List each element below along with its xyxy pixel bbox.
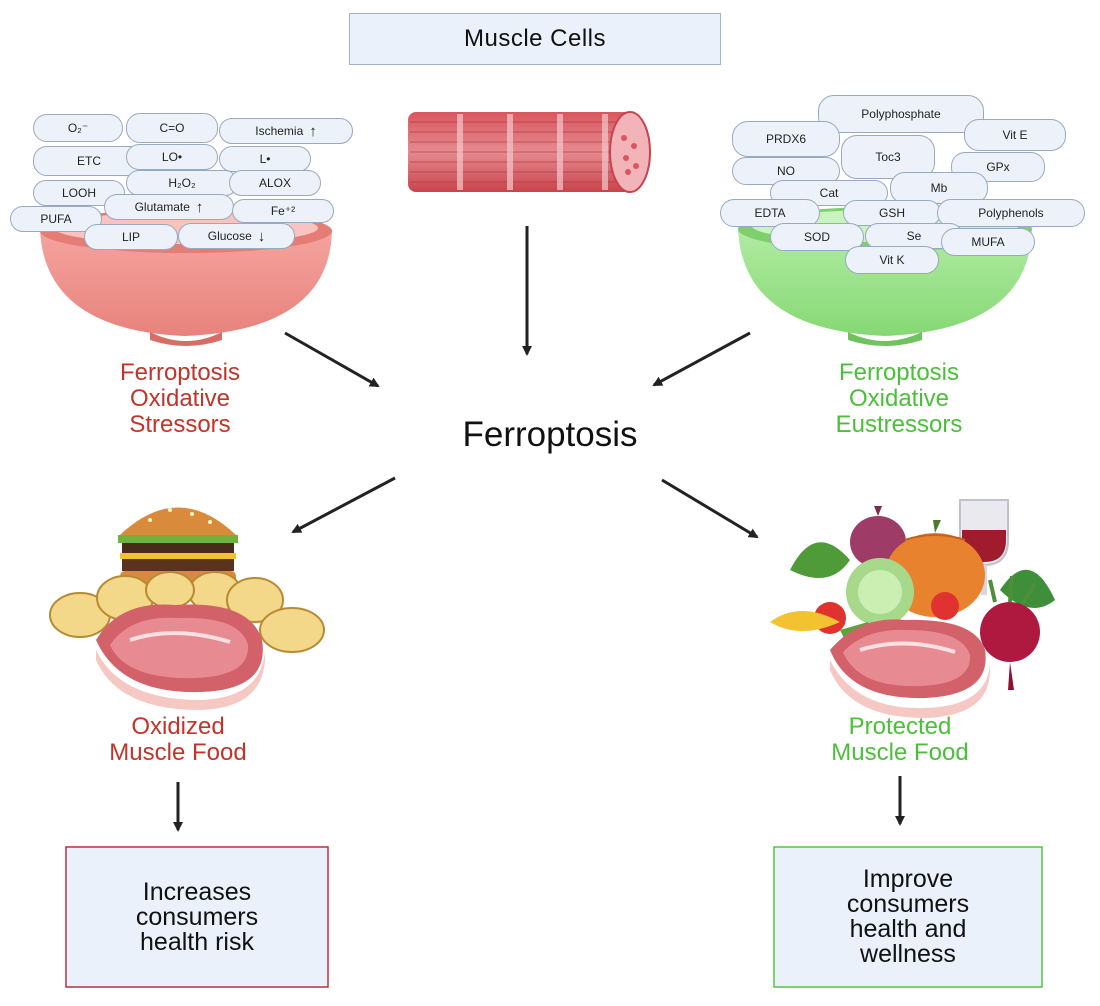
ferroptosis-title: Ferroptosis [462, 415, 638, 454]
wellness-line: health and [849, 915, 967, 943]
pill-glucose: Glucose ↓ [178, 223, 295, 249]
up-arrow-icon: ↑ [195, 198, 204, 216]
health-risk-line: Increases [142, 877, 252, 906]
pill-label: Polyphenols [978, 206, 1044, 220]
pill-label: GSH [878, 206, 905, 220]
pill-label: Mb [930, 181, 948, 195]
wellness-box: Improve consumers health and wellness [775, 848, 1041, 986]
pill-label: LOOH [61, 186, 96, 200]
pill-label: Fe⁺² [270, 204, 296, 218]
pill-sod: SOD [770, 223, 864, 251]
pill-lip: LIP [84, 224, 178, 250]
stressors-title-line: Oxidative [129, 385, 231, 412]
pill-label: Polyphosphate [861, 107, 941, 121]
pill-label: Vit K [879, 253, 905, 267]
pill-polyphosphate: Polyphosphate [818, 95, 984, 133]
wellness-line: consumers [846, 890, 970, 918]
protected-food-label-line: Protected [848, 713, 952, 740]
pill-label: Cat [819, 186, 839, 200]
right-box-border [773, 846, 1043, 988]
oxidized-food-label: Oxidized Muscle Food [58, 714, 298, 766]
pill-label: H₂O₂ [168, 176, 196, 190]
pill-label: O₂⁻ [67, 121, 89, 135]
protected-food-label-line: Muscle Food [831, 739, 969, 766]
pill-label: EDTA [754, 206, 786, 220]
pill-ischemia: Ischemia ↑ [219, 118, 353, 144]
pill-label: PRDX6 [765, 132, 806, 146]
pill-toc3: Toc3 [841, 135, 935, 179]
protected-food-label: Protected Muscle Food [780, 714, 1020, 766]
down-arrow-icon: ↓ [257, 227, 266, 245]
pill-label: L• [259, 152, 271, 166]
oxidized-food-label-line: Muscle Food [109, 739, 247, 766]
stressors-title-line: Ferroptosis [119, 359, 241, 386]
pill-label: GPx [986, 160, 1010, 174]
pill-label: Vit E [1002, 128, 1028, 142]
pill-polyphenols: Polyphenols [937, 199, 1085, 227]
junk-food-icon [49, 507, 325, 710]
pill-vit-e: Vit E [964, 119, 1066, 151]
eustressors-title-line: Eustressors [835, 411, 963, 438]
pill-carbonyl: C=O [126, 113, 218, 143]
pill-hydrogen-peroxide: H₂O₂ [126, 170, 238, 196]
pill-label: Toc3 [875, 150, 901, 164]
wellness-line: Improve [862, 865, 954, 893]
pill-label: PUFA [40, 212, 72, 226]
pill-edta: EDTA [720, 199, 820, 227]
pill-lipid-radical: L• [219, 146, 311, 172]
pill-label: ETC [77, 154, 101, 168]
healthy-food-icon [770, 499, 1055, 718]
pill-label: LO• [161, 150, 183, 164]
pill-label: ALOX [258, 176, 291, 190]
pill-lipid-alkoxyl: LO• [126, 144, 218, 170]
pill-mufa: MUFA [941, 228, 1035, 256]
pill-label: NO [777, 164, 795, 178]
pill-label: SOD [803, 230, 830, 244]
health-risk-line: consumers [135, 902, 259, 931]
pill-label: Glutamate [134, 200, 190, 214]
oxidized-food-label-line: Oxidized [131, 713, 225, 740]
pill-label: MUFA [971, 235, 1005, 249]
pill-label: Se [906, 229, 922, 243]
health-risk-box: Increases consumers health risk [67, 848, 327, 986]
pill-alox: ALOX [229, 170, 321, 196]
muscle-cells-title: Muscle Cells [463, 25, 607, 52]
pill-label: Glucose [207, 229, 252, 243]
eustressors-title-line: Oxidative [848, 385, 950, 412]
pill-vit-k: Vit K [845, 246, 939, 274]
muscle-fiber-icon [408, 111, 651, 193]
pill-iron: Fe⁺² [232, 199, 334, 223]
health-risk-line: health risk [140, 927, 254, 956]
muscle-cells-box: Muscle Cells [349, 13, 721, 65]
pill-label: LIP [121, 230, 140, 244]
pill-label: C=O [159, 121, 185, 135]
eustressors-title-line: Ferroptosis [838, 359, 960, 386]
stressors-title-line: Stressors [129, 411, 231, 438]
stressors-title: Ferroptosis Oxidative Stressors [60, 360, 300, 438]
pill-superoxide: O₂⁻ [33, 114, 123, 142]
up-arrow-icon: ↑ [309, 122, 317, 140]
arrows [173, 226, 905, 832]
pill-label: Ischemia [255, 124, 304, 138]
left-box-border [65, 846, 329, 988]
wellness-line: wellness [860, 940, 956, 968]
pill-glutamate: Glutamate ↑ [104, 194, 234, 220]
eustressors-title: Ferroptosis Oxidative Eustressors [779, 360, 1019, 438]
pill-prdx6: PRDX6 [732, 121, 840, 157]
